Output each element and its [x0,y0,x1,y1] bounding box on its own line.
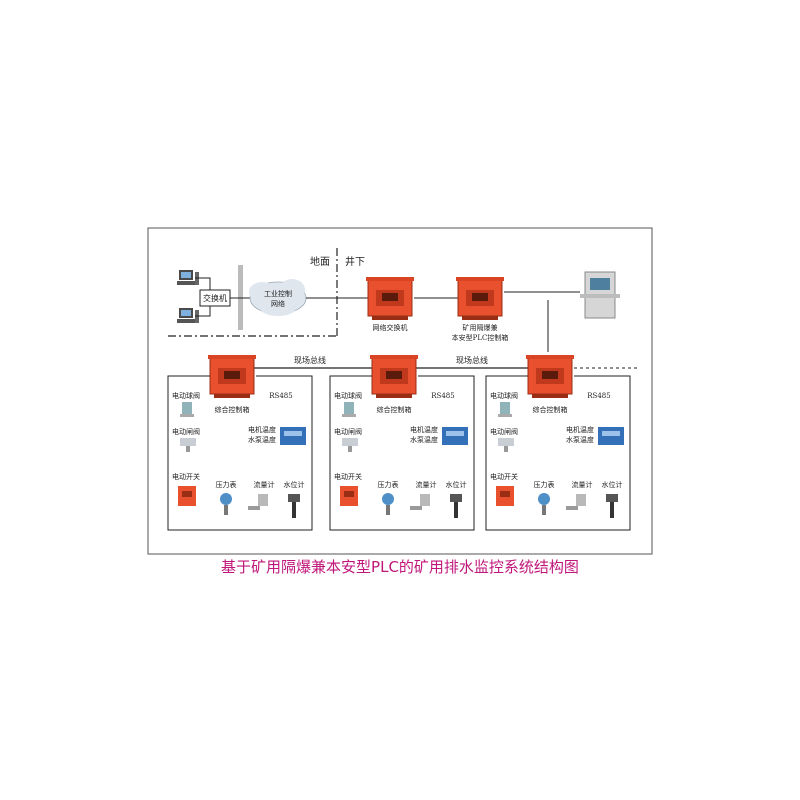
flow-meter-icon [566,494,586,510]
flow-meter-icon [410,494,430,510]
motor-switch-label: 电动开关 [334,472,362,481]
motor-gate-valve-label: 电动闸阀 [334,427,362,436]
figure-caption: 基于矿用隔爆兼本安型PLC的矿用排水监控系统结构图 [221,558,579,576]
field-bus-label-1: 现场总线 [294,355,326,365]
pressure-gauge-icon [538,493,550,515]
motor-temp-label: 电机温度 [248,425,276,434]
gate-valve-icon [180,438,196,452]
water-level-meter-label: 水位计 [602,480,623,489]
temp-terminal-icon [280,427,306,445]
pressure-gauge-icon [220,493,232,515]
rs485-label: RS485 [431,392,454,400]
motor-switch-icon [340,486,358,506]
motor-switch-icon [496,486,514,506]
pump-temp-label: 水泵温度 [248,435,276,444]
ball-valve-icon [342,402,356,417]
underground-label: 井下 [345,255,365,268]
water-level-meter-icon [288,494,300,518]
combo-box-label: 综合控制箱 [377,405,412,414]
pump-temp-label: 水泵温度 [410,435,438,444]
gate-valve-icon [342,438,358,452]
pressure-gauge-label: 压力表 [216,480,237,489]
flow-meter-icon [248,494,268,510]
motor-switch-icon [178,486,196,506]
motor-ball-valve-label: 电动球阀 [490,391,518,400]
rs485-label: RS485 [587,392,610,400]
combo-cabinet-icon [525,354,575,399]
motor-temp-label: 电机温度 [566,425,594,434]
motor-temp-label: 电机温度 [410,425,438,434]
combo-box-label: 综合控制箱 [533,405,568,414]
combo-cabinet-icon [369,354,419,399]
plc-box-label: 矿用隔爆兼本安型PLC控制箱 [452,323,509,342]
plc-cabinet-icon [455,276,505,321]
field-bus-label-2: 现场总线 [456,355,488,365]
water-level-meter-icon [606,494,618,518]
network-switch-label: 网络交换机 [373,323,408,332]
temp-terminal-icon [598,427,624,445]
combo-box-label: 综合控制箱 [215,405,250,414]
station-1: 综合控制箱 RS485 电动球阀 电动闸阀 电机温度 水泵温度 电动开关 压力表… [167,354,313,531]
temp-terminal-icon [442,427,468,445]
water-level-meter-icon [450,494,462,518]
cloud-icon [249,279,307,316]
water-level-meter-label: 水位计 [446,480,467,489]
motor-gate-valve-label: 电动闸阀 [490,427,518,436]
motor-ball-valve-label: 电动球阀 [172,391,200,400]
switch-label: 交换机 [203,293,227,303]
pump-temp-label: 水泵温度 [566,435,594,444]
operator-console-icon [580,271,620,319]
pressure-gauge-icon [382,493,394,515]
motor-ball-valve-label: 电动球阀 [334,391,362,400]
gate-valve-icon [498,438,514,452]
ground-label: 地面 [310,255,330,268]
flow-meter-label: 流量计 [572,480,593,489]
motor-gate-valve-label: 电动闸阀 [172,427,200,436]
pressure-gauge-label: 压力表 [378,480,399,489]
rs485-label: RS485 [269,392,292,400]
water-level-meter-label: 水位计 [284,480,305,489]
flow-meter-label: 流量计 [254,480,275,489]
station-2: 综合控制箱 RS485 电动球阀 电动闸阀 电机温度 水泵温度 电动开关 压力表… [329,354,475,531]
network-switch-cabinet-icon [365,276,415,321]
motor-switch-label: 电动开关 [490,472,518,481]
pressure-gauge-label: 压力表 [534,480,555,489]
motor-switch-label: 电动开关 [172,472,200,481]
combo-cabinet-icon [207,354,257,399]
ball-valve-icon [180,402,194,417]
ball-valve-icon [498,402,512,417]
flow-meter-label: 流量计 [416,480,437,489]
station-3: 综合控制箱 RS485 电动球阀 电动闸阀 电机温度 水泵温度 电动开关 压力表… [485,354,631,531]
industrial-network-label: 工业控制网络 [264,289,292,308]
